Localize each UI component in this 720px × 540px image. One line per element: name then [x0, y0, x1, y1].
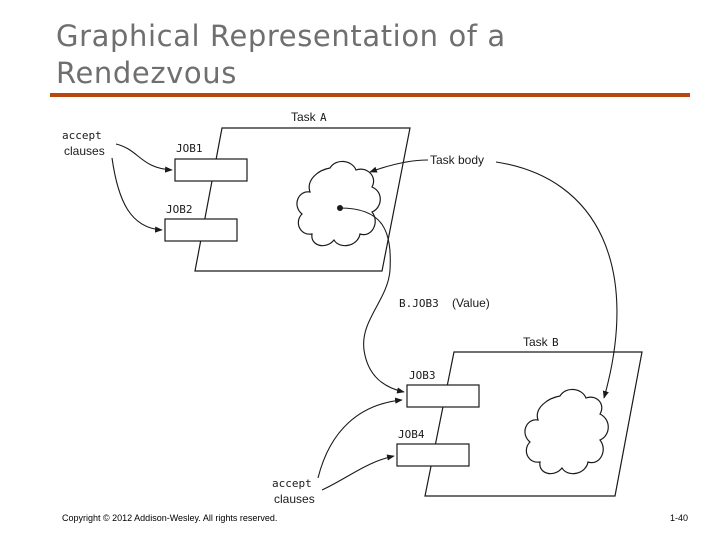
call-arrow [339, 207, 405, 394]
accept-bottom-arrow-job4 [321, 454, 395, 491]
job1-label: JOB1 [176, 142, 203, 155]
call-label-value: (Value) [452, 296, 490, 310]
task-a-letter: A [320, 111, 327, 124]
task-b-letter: B [552, 336, 559, 349]
job3-label: JOB3 [409, 369, 436, 382]
task-b-body-cloud [524, 388, 609, 475]
job2-label: JOB2 [166, 203, 193, 216]
task-a-label: Task [291, 110, 317, 124]
job3-box [406, 384, 480, 408]
accept-bottom-line2: clauses [274, 492, 315, 506]
accept-bottom-arrow-job3 [317, 397, 403, 479]
accept-top-arrow-job2 [111, 157, 163, 233]
accept-top-arrow-job1 [115, 143, 173, 173]
task-body-label: Task body [430, 153, 484, 167]
title-rule [50, 93, 690, 97]
job1-box [174, 158, 248, 182]
task-body-arrow-a [369, 159, 429, 173]
job4-label: JOB4 [398, 428, 425, 441]
footer-copyright: Copyright © 2012 Addison-Wesley. All rig… [62, 513, 278, 523]
task-body-arrow-b [495, 161, 618, 399]
accept-top-line2: clauses [64, 144, 105, 158]
job4-box [396, 443, 470, 467]
footer-page-number: 1-40 [669, 513, 688, 523]
accept-bottom-line1: accept [272, 477, 312, 490]
task-b-label: Task [523, 335, 549, 349]
slide-title: Graphical Representation of a Rendezvous [56, 19, 506, 90]
job2-box [164, 218, 238, 242]
call-label-entry: B.JOB3 [399, 297, 439, 310]
accept-top-line1: accept [62, 129, 102, 142]
task-a-body-cloud [296, 160, 381, 247]
